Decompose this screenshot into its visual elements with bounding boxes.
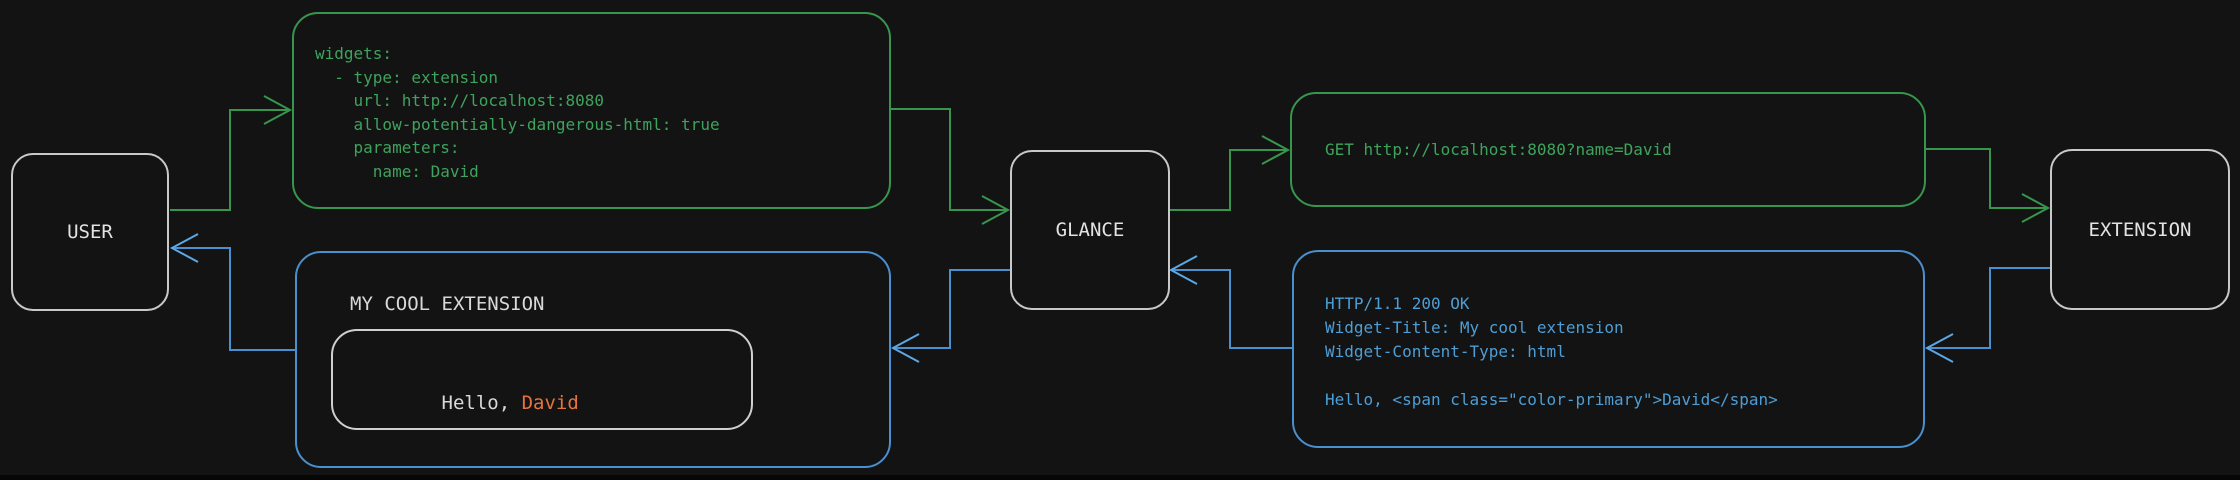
arrow-user-to-config (170, 95, 293, 211)
arrowhead-left-icon (890, 333, 920, 363)
config-yaml-box: widgets: - type: extension url: http://l… (292, 12, 891, 209)
http-request-line: GET http://localhost:8080?name=David (1325, 140, 1672, 159)
http-request-box: GET http://localhost:8080?name=David (1290, 92, 1926, 207)
extension-node: EXTENSION (2050, 149, 2230, 310)
arrowhead-right-icon (1261, 135, 1291, 165)
config-line: widgets: (315, 44, 393, 63)
arrow-widget-to-user (169, 233, 295, 351)
glance-node-label: GLANCE (1055, 219, 1125, 241)
response-line: Hello, <span class="color-primary">David… (1325, 390, 1778, 409)
response-line: Widget-Content-Type: html (1325, 342, 1566, 361)
greeting-prefix: Hello, (441, 392, 522, 414)
arrow-response-to-glance (1168, 255, 1292, 349)
arrowhead-right-icon (263, 95, 293, 125)
config-line: url: http://localhost:8080 (315, 91, 604, 111)
greeting-name-highlight: David (521, 392, 579, 414)
arrow-glance-to-request (1169, 135, 1291, 211)
arrowhead-left-icon (169, 233, 199, 263)
config-line: - type: extension (315, 67, 499, 87)
http-response-code: HTTP/1.1 200 OK Widget-Title: My cool ex… (1325, 292, 1778, 412)
arrow-extension-to-response (1924, 267, 2050, 363)
http-response-box: HTTP/1.1 200 OK Widget-Title: My cool ex… (1292, 250, 1925, 448)
widget-title: MY COOL EXTENSION (350, 293, 545, 315)
response-line: HTTP/1.1 200 OK (1325, 294, 1470, 313)
bottom-border-strip (0, 475, 2240, 480)
arrowhead-left-icon (1168, 255, 1198, 285)
arrowhead-right-icon (981, 195, 1011, 225)
widget-output-box: Hello, David (331, 329, 753, 430)
config-line: allow-potentially-dangerous-html: true (315, 114, 720, 134)
arrowhead-left-icon (1924, 333, 1954, 363)
widget-greeting: Hello, David (350, 370, 579, 436)
arrow-glance-to-widget (890, 269, 1010, 363)
response-line (1325, 364, 1778, 388)
user-node: USER (11, 153, 169, 311)
arrowhead-right-icon (2021, 193, 2051, 223)
arrow-config-to-glance (891, 108, 1011, 225)
arrow-request-to-extension (1926, 148, 2051, 223)
rendered-widget-box: MY COOL EXTENSION Hello, David (295, 251, 891, 468)
user-node-label: USER (67, 221, 113, 243)
config-yaml-code: widgets: - type: extension url: http://l… (315, 42, 720, 184)
glance-node: GLANCE (1010, 150, 1170, 310)
config-line: parameters: (315, 138, 460, 158)
extension-node-label: EXTENSION (2088, 218, 2192, 241)
config-line: name: David (315, 161, 479, 181)
response-line: Widget-Title: My cool extension (1325, 318, 1624, 337)
